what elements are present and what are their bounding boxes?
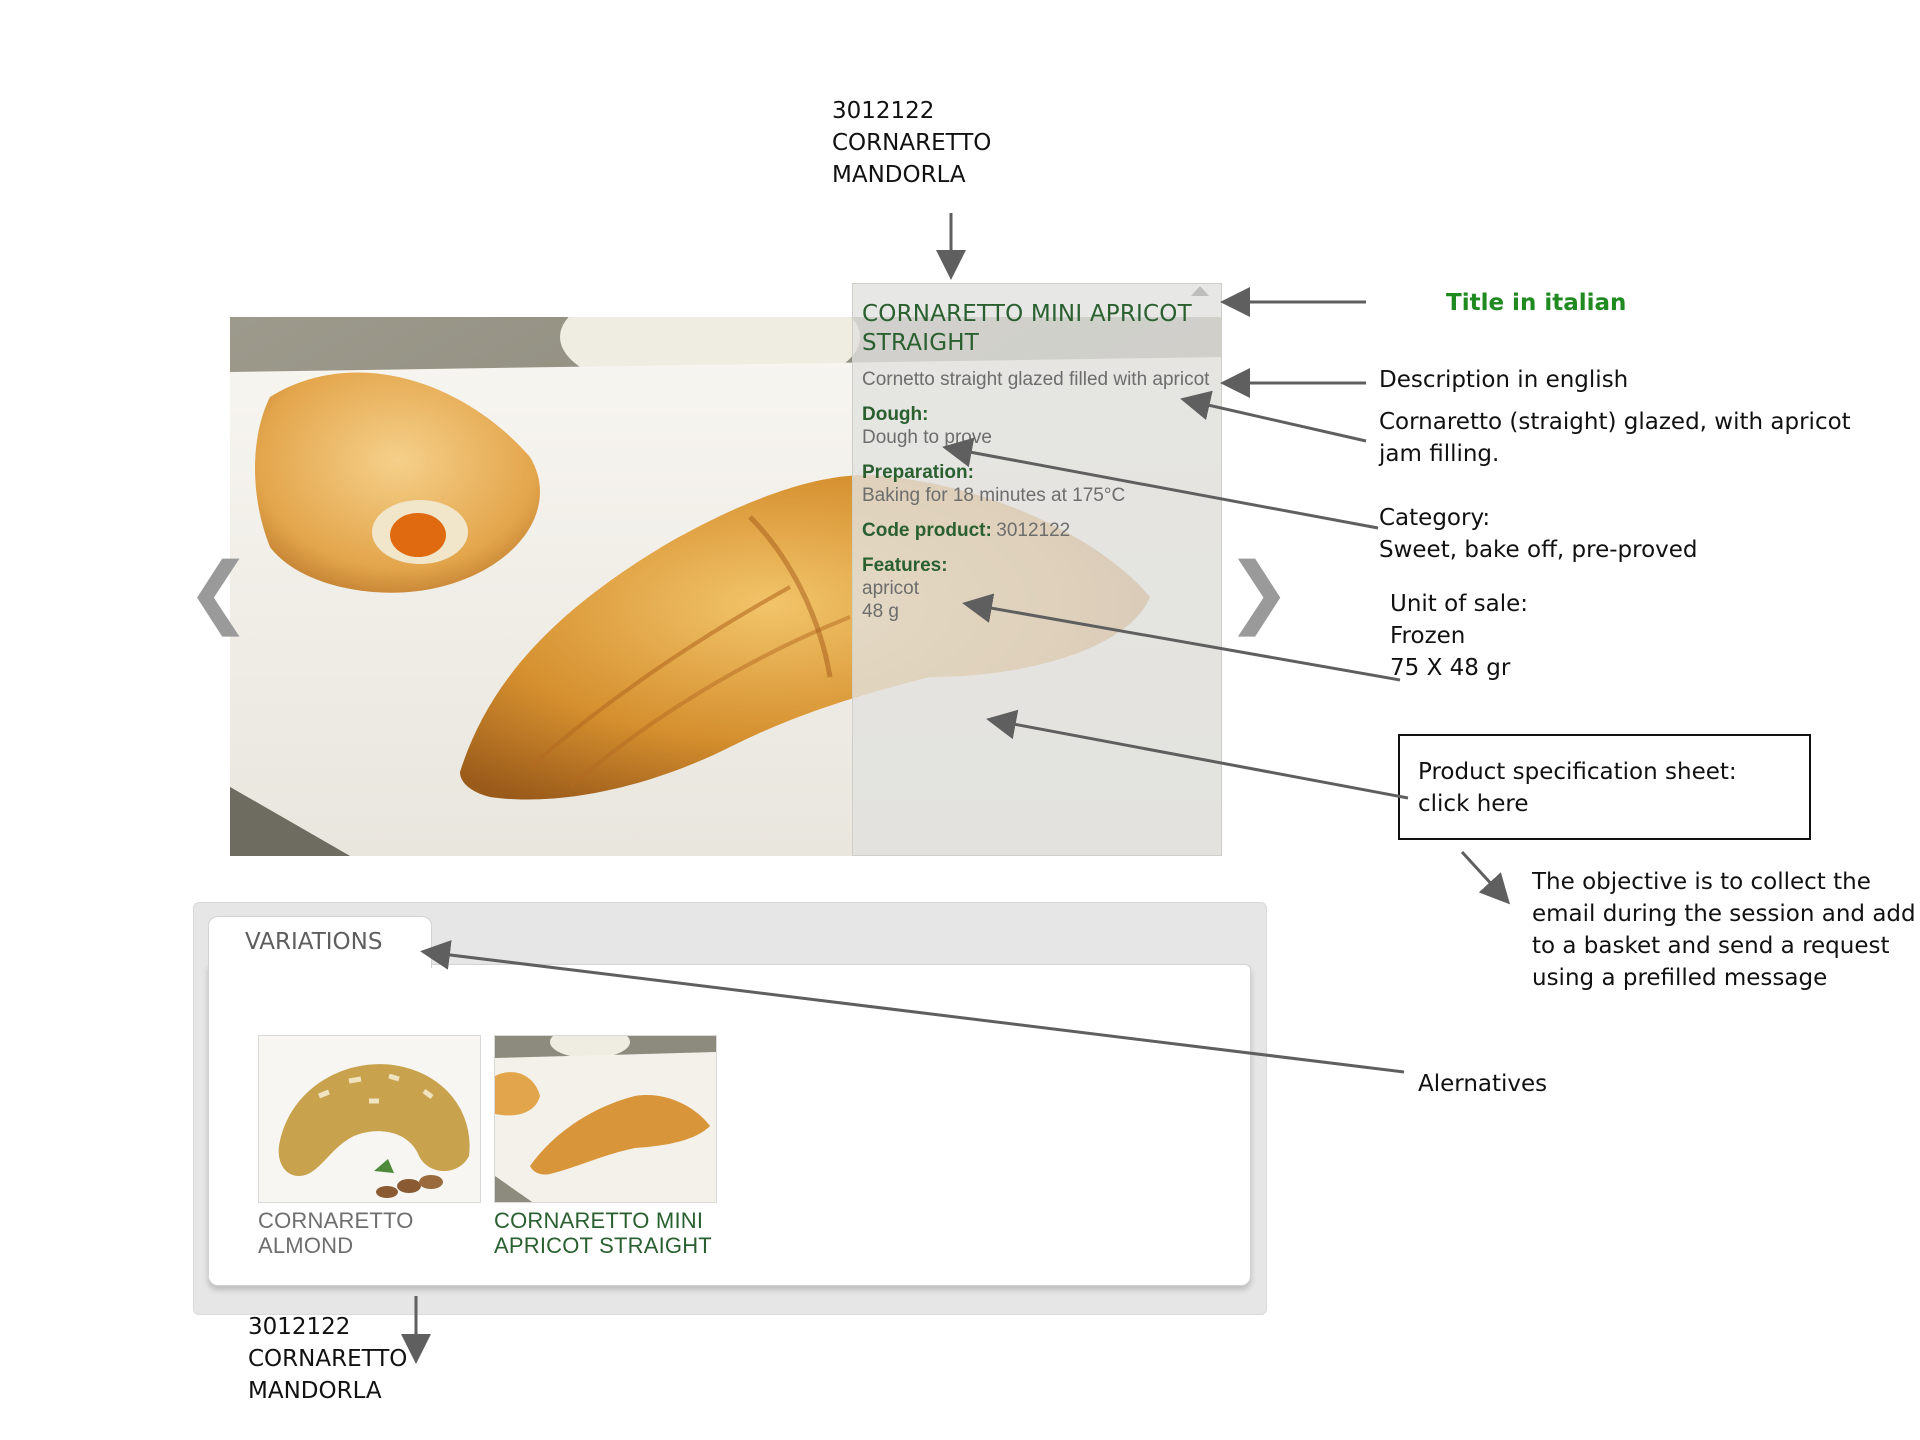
alternatives-annotation: Alernatives xyxy=(1418,1071,1548,1097)
variation-card-apricot-straight[interactable]: CORNARETTO MINI APRICOT STRAIGHT xyxy=(494,1035,717,1258)
features-section: Features: apricot 48 g xyxy=(862,554,1211,623)
arrow-alternatives xyxy=(420,940,1405,1074)
arrow-unit-of-sale xyxy=(962,593,1401,682)
features-flavor: apricot xyxy=(862,578,920,599)
preparation-label: Preparation: xyxy=(862,462,974,483)
arrow-category xyxy=(942,437,1379,530)
code-label: Code product: xyxy=(862,520,992,541)
title-in-italian-annotation: Title in italian xyxy=(1446,290,1627,316)
scroll-up-icon[interactable] xyxy=(1191,286,1209,296)
category-annotation: Category: Sweet, bake off, pre-proved xyxy=(1379,505,1698,563)
preparation-section: Preparation: Baking for 18 minutes at 17… xyxy=(862,461,1211,507)
unit-of-sale-annotation: Unit of sale: Frozen 75 X 48 gr xyxy=(1390,591,1528,681)
product-title: CORNARETTO MINI APRICOT STRAIGHT xyxy=(862,301,1192,356)
variation-caption-almond[interactable]: CORNARETTO ALMOND xyxy=(258,1208,414,1258)
preparation-value: Baking for 18 minutes at 175°C xyxy=(862,485,1126,506)
next-arrow-button[interactable]: ❯ xyxy=(1226,547,1292,637)
description-note-annotation: Cornaretto (straight) glazed, with apric… xyxy=(1379,409,1851,467)
variation-thumb-apricot-straight xyxy=(494,1035,717,1203)
prev-arrow-button[interactable]: ❮ xyxy=(186,547,252,637)
features-weight: 48 g xyxy=(862,601,899,622)
spec-sheet-box[interactable]: Product specification sheet: click here xyxy=(1398,734,1811,840)
features-label: Features: xyxy=(862,555,948,576)
code-value: 3012122 xyxy=(996,520,1071,541)
objective-annotation: The objective is to collect the email du… xyxy=(1532,869,1916,991)
arrow-description-note xyxy=(1180,390,1367,443)
product-description: Cornetto straight glazed filled with apr… xyxy=(862,369,1210,390)
top-code-annotation: 3012122 CORNARETTO MANDORLA xyxy=(832,98,992,188)
description-in-english-annotation: Description in english xyxy=(1379,367,1629,393)
product-info-panel: CORNARETTO MINI APRICOT STRAIGHT Cornett… xyxy=(852,283,1222,856)
variation-thumb-almond xyxy=(258,1035,481,1203)
variation-caption-apricot-straight[interactable]: CORNARETTO MINI APRICOT STRAIGHT xyxy=(494,1208,712,1258)
code-section: Code product: 3012122 xyxy=(862,519,1211,542)
almond-croissant-thumbnail xyxy=(259,1036,480,1202)
variation-card-almond[interactable]: CORNARETTO ALMOND xyxy=(258,1035,481,1258)
tab-variations[interactable]: VARIATIONS xyxy=(208,916,432,968)
apricot-croissant-thumbnail xyxy=(495,1036,716,1202)
bottom-code-annotation: 3012122 CORNARETTO MANDORLA xyxy=(248,1314,408,1404)
arrow-objective xyxy=(1460,850,1511,905)
arrow-spec-sheet xyxy=(986,709,1409,800)
dough-label: Dough: xyxy=(862,404,929,425)
variations-panel: CORNARETTO ALMOND CORNARETTO MINI APRICO… xyxy=(208,964,1251,1286)
